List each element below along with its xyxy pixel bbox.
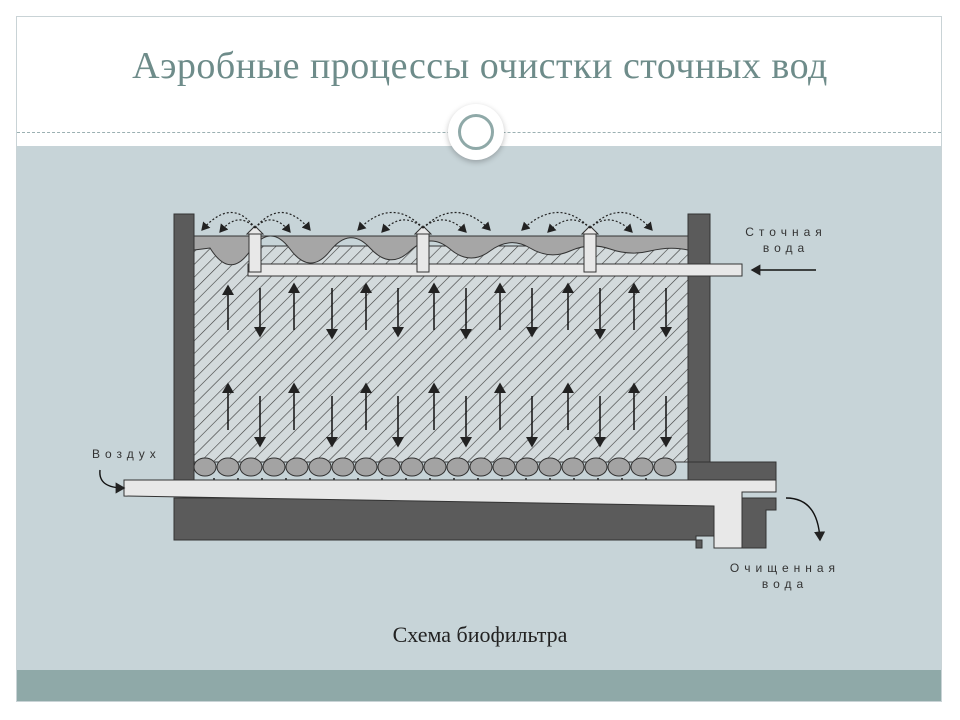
slide-title: Аэробные процессы очистки сточных вод: [132, 45, 828, 87]
filter-media: [193, 245, 689, 463]
spray-arcs: [201, 211, 653, 233]
riser-3: [583, 231, 597, 273]
diagram-caption: Схема биофильтра: [392, 622, 568, 647]
wastewater-label: Сточная вода: [736, 224, 836, 256]
wastewater-label-line2: вода: [762, 241, 810, 255]
gravel-layer: [193, 457, 677, 477]
air-label: Воздух: [92, 447, 161, 461]
riser-1: [248, 231, 262, 273]
riser-2: [416, 231, 430, 273]
drain-channel: [123, 479, 777, 549]
treated-water-label: Очищенная вода: [720, 560, 850, 592]
inlet-pipe: [247, 263, 743, 277]
footer-bar: [17, 670, 941, 701]
right-ledge: [687, 461, 777, 483]
treated-water-label-line1: Очищенная: [729, 561, 841, 575]
decorative-ring-icon: [448, 104, 504, 160]
wastewater-label-line1: Сточная: [745, 225, 827, 239]
flow-arrows: [222, 282, 672, 448]
right-wall: [687, 213, 711, 465]
water-surface: [193, 235, 689, 266]
treated-water-label-line2: вода: [761, 577, 809, 591]
air-inlet-arrow: [99, 469, 126, 494]
treated-water-arrow: [785, 497, 826, 542]
slide-frame: [16, 16, 942, 702]
left-wall: [173, 213, 195, 485]
